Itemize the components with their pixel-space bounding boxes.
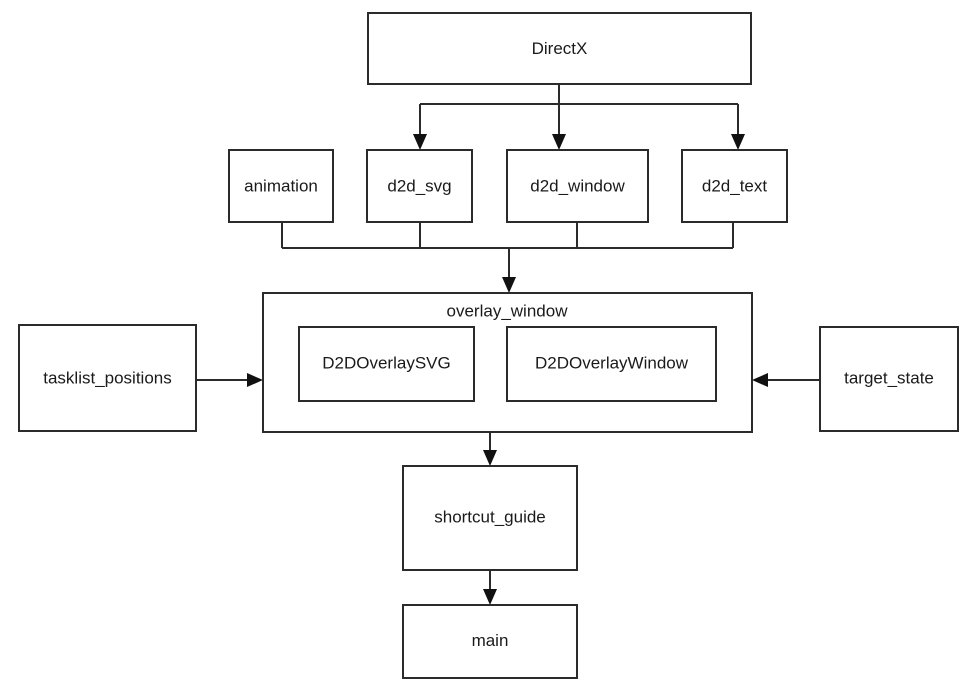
node-d2d-text-label: d2d_text [702, 176, 767, 195]
node-shortcut-guide[interactable]: shortcut_guide [402, 465, 578, 571]
node-directx[interactable]: DirectX [367, 12, 752, 85]
arrowhead-d2dsvg [413, 134, 427, 150]
node-d2d-overlay-svg-label: D2DOverlaySVG [322, 353, 450, 372]
node-d2d-overlay-window-label: D2DOverlayWindow [535, 353, 689, 372]
node-animation-label: animation [244, 176, 318, 195]
node-d2d-svg[interactable]: d2d_svg [366, 149, 473, 223]
edge-row2-merge [281, 222, 734, 293]
node-animation-box[interactable] [228, 149, 334, 223]
node-shortcut-guide-box[interactable] [402, 465, 578, 571]
node-target-state-box[interactable] [819, 326, 959, 432]
arrowhead-overlay-right [752, 373, 768, 387]
arrowhead-d2dwindow [552, 134, 566, 150]
node-d2d-overlay-window[interactable]: D2DOverlayWindow [506, 326, 717, 402]
arrowhead-shortcut-guide [483, 450, 497, 466]
node-d2d-svg-box[interactable] [366, 149, 473, 223]
edge-directx-fanout [413, 84, 745, 150]
node-d2d-overlay-svg-box[interactable] [298, 326, 475, 402]
node-tasklist-positions-box[interactable] [18, 324, 197, 432]
node-animation[interactable]: animation [228, 149, 334, 223]
arrowhead-overlay-left [247, 373, 263, 387]
node-d2d-window-box[interactable] [506, 149, 649, 223]
node-d2d-text-box[interactable] [681, 149, 788, 223]
node-d2d-overlay-svg[interactable]: D2DOverlaySVG [298, 326, 475, 402]
node-d2d-window-label: d2d_window [530, 176, 625, 195]
node-main-box[interactable] [402, 604, 578, 679]
arrowhead-main [483, 589, 497, 605]
node-overlay-window[interactable]: overlay_window D2DOverlaySVG D2DOverlayW… [262, 292, 753, 433]
node-target-state-label: target_state [844, 368, 934, 387]
edge-layer [196, 84, 820, 605]
node-main[interactable]: main [402, 604, 578, 679]
node-d2d-overlay-window-box[interactable] [506, 326, 717, 402]
node-main-label: main [472, 631, 509, 650]
edge-tasklist-to-overlay [196, 373, 263, 387]
node-shortcut-guide-label: shortcut_guide [434, 507, 546, 526]
node-directx-label: DirectX [532, 39, 588, 58]
node-tasklist-positions[interactable]: tasklist_positions [18, 324, 197, 432]
node-d2d-text[interactable]: d2d_text [681, 149, 788, 223]
arrowhead-d2dtext [731, 134, 745, 150]
node-tasklist-positions-label: tasklist_positions [43, 368, 172, 387]
node-overlay-window-label: overlay_window [447, 301, 569, 320]
node-directx-box[interactable] [367, 12, 752, 85]
node-d2d-svg-label: d2d_svg [387, 176, 451, 195]
edge-targetstate-to-overlay [752, 373, 820, 387]
arrowhead-overlay-window-top [502, 277, 516, 293]
node-d2d-window[interactable]: d2d_window [506, 149, 649, 223]
edge-shortcut-to-main [483, 570, 497, 605]
node-target-state[interactable]: target_state [819, 326, 959, 432]
edge-overlay-to-shortcut [483, 432, 497, 466]
